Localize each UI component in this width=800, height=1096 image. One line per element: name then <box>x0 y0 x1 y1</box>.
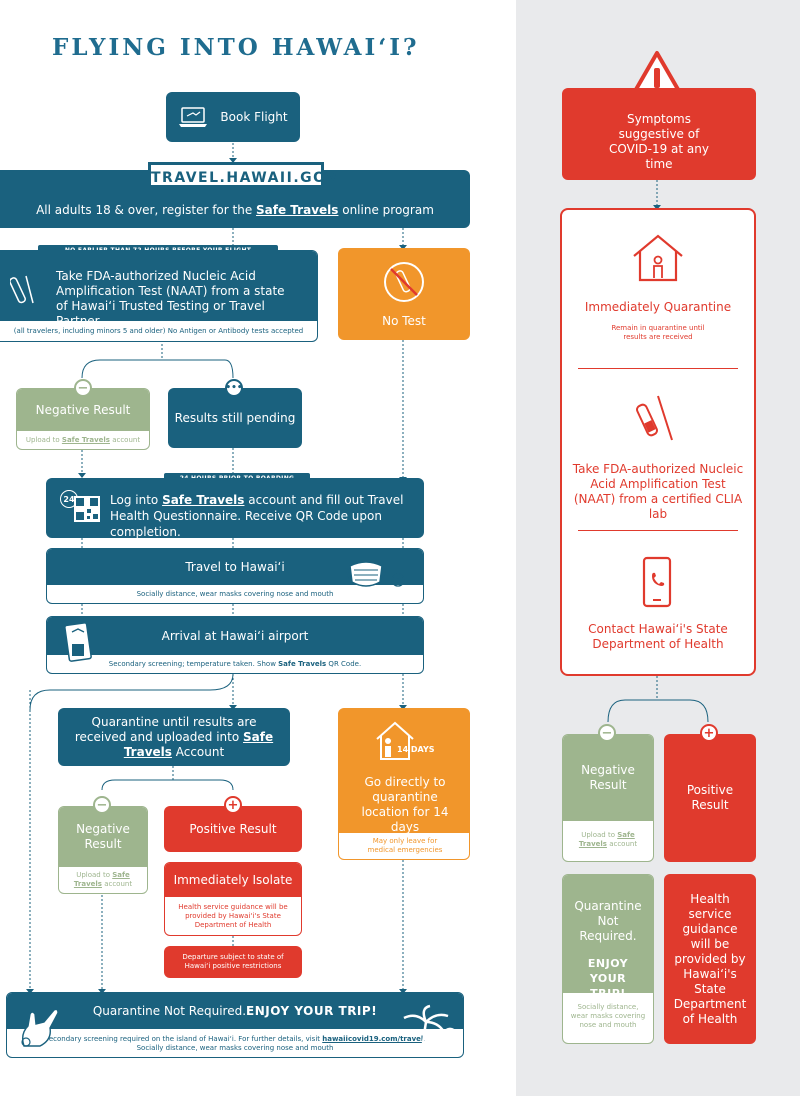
side-divider-2 <box>578 530 738 531</box>
medical-note: May only leave for medical emergencies <box>367 837 443 854</box>
book-flight-label: Book Flight <box>220 109 288 124</box>
final-label: Quarantine Not Required. ENJOY YOUR TRIP… <box>7 993 463 1029</box>
minus-icon: − <box>93 796 111 814</box>
house-icon <box>633 234 683 282</box>
laptop-icon <box>179 107 208 127</box>
plus-icon: + <box>224 796 242 814</box>
safe-travels-link[interactable]: Safe Travels <box>578 831 635 848</box>
side-distance-note: Socially distance, wear masks covering n… <box>570 1003 646 1029</box>
safe-travels-link[interactable]: Safe Travels <box>256 203 339 217</box>
safe-travels-link[interactable]: Safe Travels <box>73 871 130 888</box>
qr-code-icon <box>74 496 100 522</box>
results-pending-box: Results still pending <box>168 388 302 448</box>
safe-travels-link[interactable]: Safe Travels <box>123 729 274 759</box>
naat-test-text: Take FDA-authorized Nucleic Acid Amplifi… <box>56 269 285 328</box>
house-person-icon <box>376 721 414 760</box>
quarantine-until-box: Quarantine until results are received an… <box>58 708 290 766</box>
minus-icon: − <box>598 724 616 742</box>
hawaii-covid-link[interactable]: hawaiicovid19.com/travel <box>322 1035 424 1043</box>
no-test-icon <box>384 262 424 302</box>
final-box: Quarantine Not Required. ENJOY YOUR TRIP… <box>6 992 464 1058</box>
questionnaire-text: Log into Safe Travels account and fill o… <box>110 493 404 539</box>
side-negative-card: Negative Result Upload to Safe Travels a… <box>562 734 654 862</box>
side-enjoy-label: ENJOY YOUR TRIP! <box>587 957 629 1000</box>
final-note-1: Secondary screening required on the isla… <box>44 1035 426 1043</box>
no-test-label: No Test <box>382 314 426 328</box>
go-directly-text: Go directly to quarantine location for 1… <box>361 775 449 834</box>
register-text: All adults 18 & over, register for the S… <box>36 203 434 217</box>
negative-result-upload: Upload to Safe Travels account <box>25 436 141 444</box>
arrival-label: Arrival at Hawai‘i airport <box>47 617 423 655</box>
safe-travels-link[interactable]: Safe Travels <box>278 660 327 668</box>
negative-result-upload-2: Upload to Safe Travels account <box>73 871 133 888</box>
isolate-label: Immediately Isolate <box>165 863 301 897</box>
no-test-box: No Test <box>338 248 470 340</box>
isolate-box: Immediately Isolate Health service guida… <box>164 862 302 936</box>
shaka-hand-icon <box>21 1008 59 1047</box>
ellipsis-icon: ••• <box>225 379 243 397</box>
boarding-pass-icon <box>64 622 92 662</box>
side-not-required-label: Quarantine Not Required. <box>574 899 642 943</box>
test-tube-icon <box>10 275 34 304</box>
book-flight-box: Book Flight <box>166 92 300 142</box>
side-quarantine-note: Remain in quarantine until results are r… <box>611 324 705 341</box>
side-divider-1 <box>578 368 738 369</box>
test-tube-icon <box>636 395 673 441</box>
minus-icon: − <box>74 379 92 397</box>
arrival-note: Secondary screening; temperature taken. … <box>108 660 362 668</box>
safe-travels-link[interactable]: Safe Travels <box>61 436 110 444</box>
final-note-2: Socially distance, wear masks covering n… <box>136 1044 334 1052</box>
naat-note: (all travelers, including minors 5 and o… <box>13 327 304 335</box>
naat-test-box: Take FDA-authorized Nucleic Acid Amplifi… <box>0 250 318 342</box>
symptoms-box: Symptoms suggestive of COVID-19 at any t… <box>562 88 756 180</box>
side-steps-card <box>560 208 756 676</box>
questionnaire-box: 24 Log into Safe Travels account and fil… <box>46 478 424 539</box>
days-badge: 14 DAYS <box>397 745 435 754</box>
negative-result-card-2: Negative Result Upload to Safe Travels a… <box>58 806 148 894</box>
plus-icon: + <box>700 724 718 742</box>
side-negative-label: Negative Result <box>563 735 653 821</box>
side-quarantine-title: Immediately Quarantine <box>584 300 732 314</box>
palm-trees-icon <box>399 1004 457 1053</box>
isolate-note: Health service guidance will be provided… <box>178 903 288 929</box>
travel-note: Socially distance, wear masks covering n… <box>136 590 334 598</box>
side-positive-box: Positive Result <box>664 734 756 862</box>
safe-travels-link[interactable]: Safe Travels <box>162 493 245 507</box>
phone-icon <box>642 556 672 608</box>
side-naat-text: Take FDA-authorized Nucleic Acid Amplifi… <box>572 462 744 521</box>
side-health-guidance-box: Health service guidance will be provided… <box>664 874 756 1044</box>
page-title: FLYING INTO HAWAI‘I? <box>52 34 420 61</box>
side-contact-text: Contact Hawai‘i's State Department of He… <box>588 622 728 651</box>
side-not-required-card: Quarantine Not Required. ENJOY YOUR TRIP… <box>562 874 654 1044</box>
side-negative-upload: Upload to Safe Travels account <box>578 831 638 848</box>
negative-result-label-2: Negative Result <box>59 807 147 867</box>
travel-site-tag[interactable]: TRAVEL.HAWAII.GOV <box>148 162 337 188</box>
negative-result-card: Negative Result Upload to Safe Travels a… <box>16 388 150 450</box>
arrival-box: Arrival at Hawai‘i airport Secondary scr… <box>46 616 424 674</box>
face-mask-icon <box>346 561 405 587</box>
fourteen-days-box: 14 DAYS Go directly to quarantine locati… <box>338 708 470 860</box>
departure-note-box: Departure subject to state of Hawai‘i po… <box>164 946 302 978</box>
